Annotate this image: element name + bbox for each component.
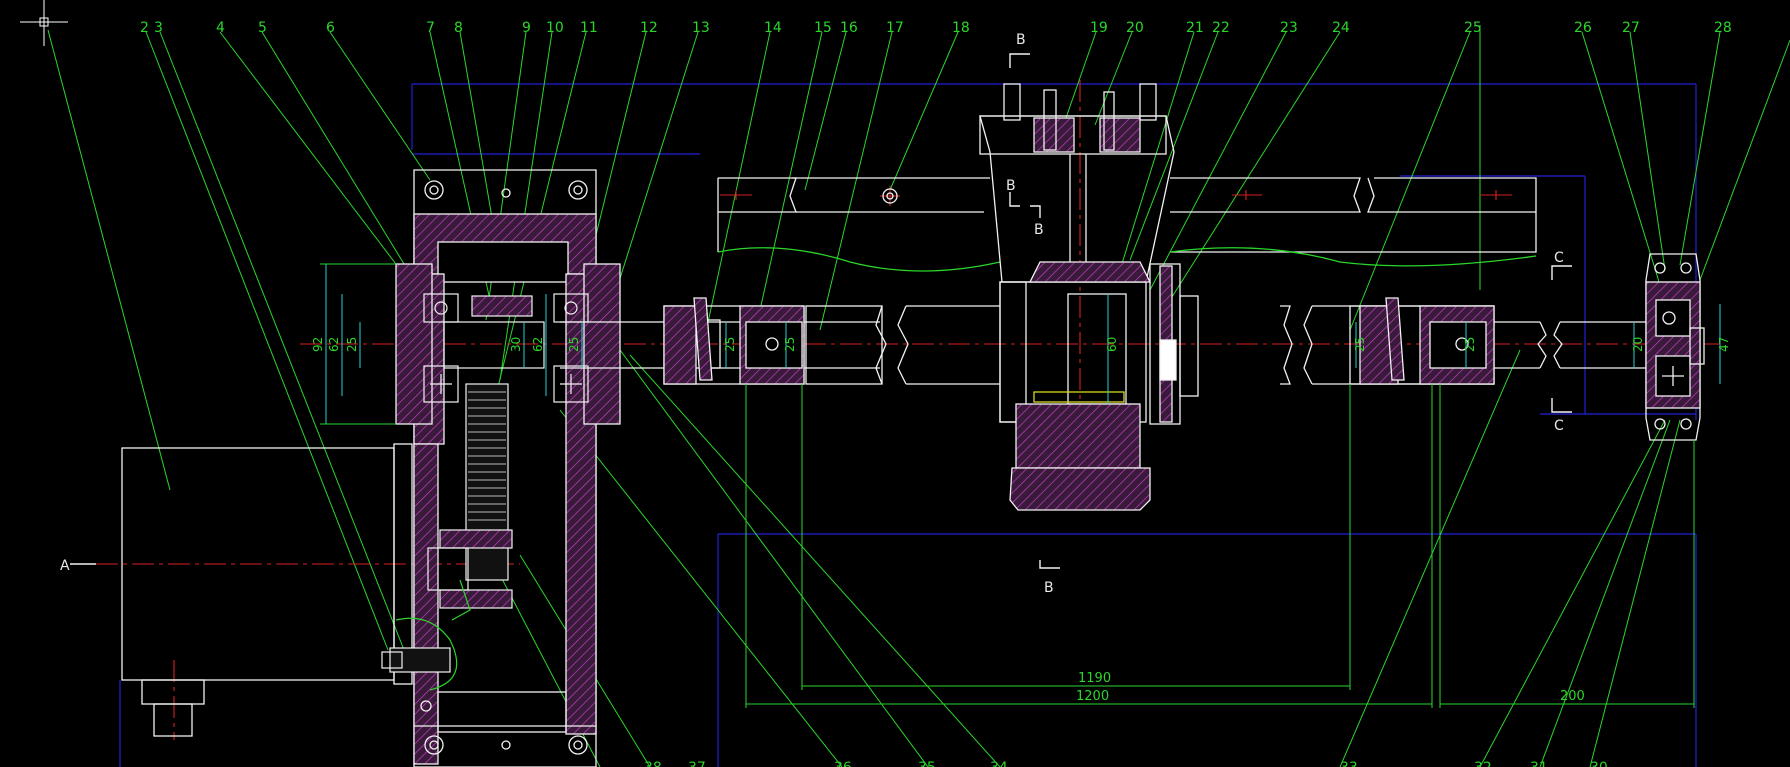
main-shaft bbox=[560, 297, 1000, 385]
dim-92: 92 bbox=[311, 337, 325, 352]
part-number-22: 22 bbox=[1212, 20, 1230, 36]
part-number-13: 13 bbox=[692, 20, 710, 36]
part-number-19: 19 bbox=[1090, 20, 1108, 36]
dim-25-block: 25 bbox=[783, 337, 797, 352]
section-b-bottom: B bbox=[1044, 580, 1054, 596]
part-number-34: 34 bbox=[990, 760, 1008, 767]
cursor-crosshair bbox=[20, 0, 68, 46]
part-number-labels: 2 3 4 5 6 7 8 9 10 11 12 13 14 15 16 17 … bbox=[140, 20, 1732, 36]
guide-rail bbox=[717, 177, 1537, 272]
dim-20: 20 bbox=[1631, 337, 1645, 352]
part-number-9: 9 bbox=[522, 20, 531, 36]
dim-47: 47 bbox=[1717, 337, 1731, 352]
part-number-35: 35 bbox=[918, 760, 936, 767]
section-mark-symbols bbox=[70, 53, 1572, 569]
dimension-lines bbox=[320, 263, 1721, 425]
part-number-11: 11 bbox=[580, 20, 598, 36]
section-b-mid2: B bbox=[1034, 222, 1044, 238]
dim-62-left: 62 bbox=[327, 337, 341, 352]
part-number-23: 23 bbox=[1280, 20, 1298, 36]
part-number-6: 6 bbox=[326, 20, 335, 36]
length-dimensions bbox=[745, 384, 1695, 708]
part-number-30: 30 bbox=[1590, 760, 1608, 767]
section-c-bottom: C bbox=[1554, 418, 1564, 434]
dim-25-shaft: 25 bbox=[567, 337, 581, 352]
dim-30: 30 bbox=[509, 337, 523, 352]
part-number-7: 7 bbox=[426, 20, 435, 36]
part-number-14: 14 bbox=[764, 20, 782, 36]
part-number-28: 28 bbox=[1714, 20, 1732, 36]
part-number-3: 3 bbox=[154, 20, 163, 36]
part-number-36: 36 bbox=[834, 760, 852, 767]
part-number-33: 33 bbox=[1340, 760, 1358, 767]
part-number-15: 15 bbox=[814, 20, 832, 36]
section-letters: B B B B C C A bbox=[60, 32, 1564, 596]
part-number-20: 20 bbox=[1126, 20, 1144, 36]
section-a: A bbox=[60, 558, 70, 574]
dim-62-right: 62 bbox=[531, 337, 545, 352]
dim-25-right-block: 25 bbox=[1463, 337, 1477, 352]
part-number-8: 8 bbox=[454, 20, 463, 36]
part-number-24: 24 bbox=[1332, 20, 1350, 36]
gearbox-housing bbox=[395, 169, 621, 767]
carriage bbox=[979, 83, 1199, 511]
part-number-26: 26 bbox=[1574, 20, 1592, 36]
left-bearings bbox=[423, 293, 589, 403]
dim-60: 60 bbox=[1105, 337, 1119, 352]
part-number-31: 31 bbox=[1530, 760, 1548, 767]
part-number-16: 16 bbox=[840, 20, 858, 36]
dim-1190: 1190 bbox=[1078, 671, 1111, 686]
part-number-21: 21 bbox=[1186, 20, 1204, 36]
dim-25-collar: 25 bbox=[723, 337, 737, 352]
dimension-texts: 92 62 25 30 62 25 25 25 60 25 25 20 47 1… bbox=[311, 337, 1731, 704]
gear-train bbox=[381, 383, 513, 691]
part-number-37: 37 bbox=[688, 760, 706, 767]
section-b-mid1: B bbox=[1006, 178, 1016, 194]
right-shaft bbox=[1280, 297, 1650, 385]
part-number-10: 10 bbox=[546, 20, 564, 36]
center-crosses bbox=[720, 186, 1512, 206]
dim-200: 200 bbox=[1560, 689, 1585, 704]
part-number-38: 38 bbox=[644, 760, 662, 767]
part-number-18: 18 bbox=[952, 20, 970, 36]
part-number-2: 2 bbox=[140, 20, 149, 36]
dim-25-right-collar: 25 bbox=[1353, 337, 1367, 352]
hidden-frame-lines bbox=[119, 83, 1697, 767]
motor-body bbox=[121, 443, 413, 737]
bottom-part-number-labels: 38 37 36 35 34 33 32 31 30 bbox=[644, 760, 1608, 767]
part-number-17: 17 bbox=[886, 20, 904, 36]
centerlines bbox=[96, 80, 1720, 740]
dim-1200: 1200 bbox=[1076, 689, 1109, 704]
part-number-25: 25 bbox=[1464, 20, 1482, 36]
part-number-5: 5 bbox=[258, 20, 267, 36]
part-number-12: 12 bbox=[640, 20, 658, 36]
part-number-32: 32 bbox=[1474, 760, 1492, 767]
dim-25-left: 25 bbox=[345, 337, 359, 352]
leader-lines bbox=[47, 25, 1790, 767]
part-number-27: 27 bbox=[1622, 20, 1640, 36]
end-bearing-block bbox=[1645, 253, 1705, 441]
section-b-top: B bbox=[1016, 32, 1026, 48]
part-number-4: 4 bbox=[216, 20, 225, 36]
section-c-top: C bbox=[1554, 250, 1564, 266]
